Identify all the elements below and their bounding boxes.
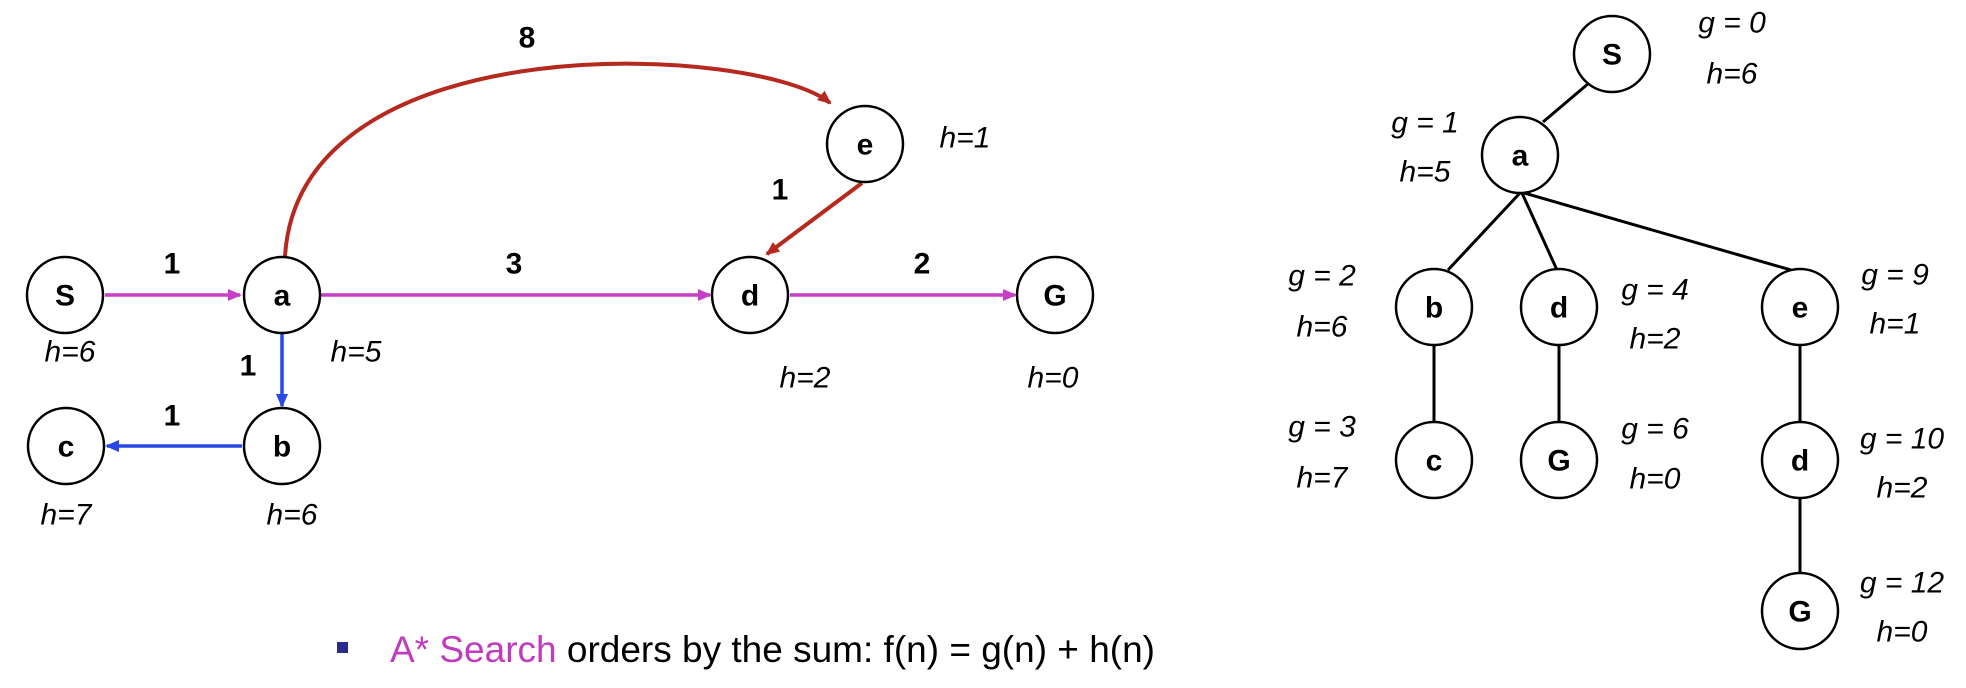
bullet-point: A* Search orders by the sum: f(n) = g(n)…: [337, 629, 1155, 670]
weight-e-d: 1: [772, 174, 789, 207]
bullet-highlight: A* Search: [390, 629, 557, 670]
graph-node-e: e: [825, 104, 905, 184]
tree-node-g2: G: [1760, 571, 1840, 651]
tree-h-d: h=2: [1630, 323, 1681, 356]
graph-node-s: S: [25, 255, 105, 335]
node-label: G: [1788, 596, 1811, 629]
tree-h-e: h=1: [1870, 308, 1921, 341]
node-label: G: [1043, 280, 1066, 313]
tree-node-s: S: [1572, 14, 1652, 94]
node-label: c: [58, 431, 75, 464]
heuristic-c: h=7: [41, 499, 93, 532]
graph-node-a: a: [242, 255, 322, 335]
graph-node-g: G: [1015, 255, 1095, 335]
node-label: d: [741, 280, 759, 313]
bullet-marker: [337, 642, 348, 653]
node-label: S: [55, 280, 75, 313]
edge-e-d: [765, 181, 864, 256]
node-label: d: [1791, 445, 1809, 478]
tree-node-e: e: [1760, 267, 1840, 347]
tree-g-a: g = 1: [1391, 107, 1459, 140]
weight-b-c: 1: [164, 400, 181, 433]
tree-h-g2: h=0: [1877, 616, 1928, 649]
heuristic-d: h=2: [780, 362, 831, 395]
heuristic-g: h=0: [1028, 362, 1079, 395]
node-label: e: [1792, 292, 1809, 325]
weight-a-e: 8: [519, 22, 536, 55]
heuristic-e: h=1: [940, 122, 991, 155]
weight-d-g: 2: [914, 248, 931, 281]
tree-h-d2: h=2: [1877, 472, 1928, 505]
tree-node-a: a: [1480, 115, 1560, 195]
graph-node-b: b: [242, 406, 322, 486]
node-label: a: [274, 280, 291, 313]
node-label: b: [1425, 292, 1443, 325]
tree-node-d: d: [1519, 267, 1599, 347]
tree-g-s: g = 0: [1698, 7, 1766, 40]
node-label: b: [273, 431, 291, 464]
tree-node-d2: d: [1760, 420, 1840, 500]
tree-node-g: G: [1519, 420, 1599, 500]
search-tree: S a b d e c G d: [1288, 7, 1945, 651]
node-label: e: [857, 129, 874, 162]
tree-g-g: g = 6: [1621, 413, 1689, 446]
tree-h-g: h=0: [1630, 463, 1681, 496]
tree-edge-a-b: [1446, 191, 1522, 272]
weight-a-d: 3: [506, 248, 523, 281]
edge-a-e: [283, 61, 832, 257]
tree-g-c: g = 3: [1288, 411, 1356, 444]
bullet-text: A* Search orders by the sum: f(n) = g(n)…: [390, 629, 1155, 670]
weight-a-b: 1: [240, 350, 257, 383]
heuristic-b: h=6: [267, 499, 318, 532]
tree-edge-a-e: [1523, 191, 1792, 272]
tree-g-d2: g = 10: [1860, 423, 1945, 456]
weight-s-a: 1: [164, 248, 181, 281]
tree-node-c: c: [1394, 420, 1474, 500]
tree-g-e: g = 9: [1861, 259, 1929, 292]
node-label: c: [1426, 445, 1443, 478]
heuristic-s: h=6: [45, 336, 96, 369]
node-label: S: [1602, 39, 1622, 72]
state-graph: 1 3 2 1 1 8 1 S a d G e b: [25, 22, 1095, 532]
bullet-rest: orders by the sum: f(n) = g(n) + h(n): [557, 629, 1155, 670]
node-label: G: [1547, 445, 1570, 478]
tree-h-s: h=6: [1707, 58, 1758, 91]
tree-node-b: b: [1394, 267, 1474, 347]
tree-edge-s-a: [1542, 81, 1590, 124]
tree-h-c: h=7: [1297, 462, 1349, 495]
tree-h-b: h=6: [1297, 311, 1348, 344]
tree-edge-a-d: [1520, 192, 1559, 271]
graph-node-c: c: [26, 406, 106, 486]
tree-g-g2: g = 12: [1860, 567, 1945, 600]
node-label: a: [1512, 140, 1529, 173]
tree-h-a: h=5: [1400, 156, 1451, 189]
tree-g-b: g = 2: [1288, 260, 1356, 293]
tree-g-d: g = 4: [1621, 274, 1689, 307]
node-label: d: [1550, 292, 1568, 325]
heuristic-a: h=5: [331, 336, 382, 369]
graph-node-d: d: [710, 255, 790, 335]
